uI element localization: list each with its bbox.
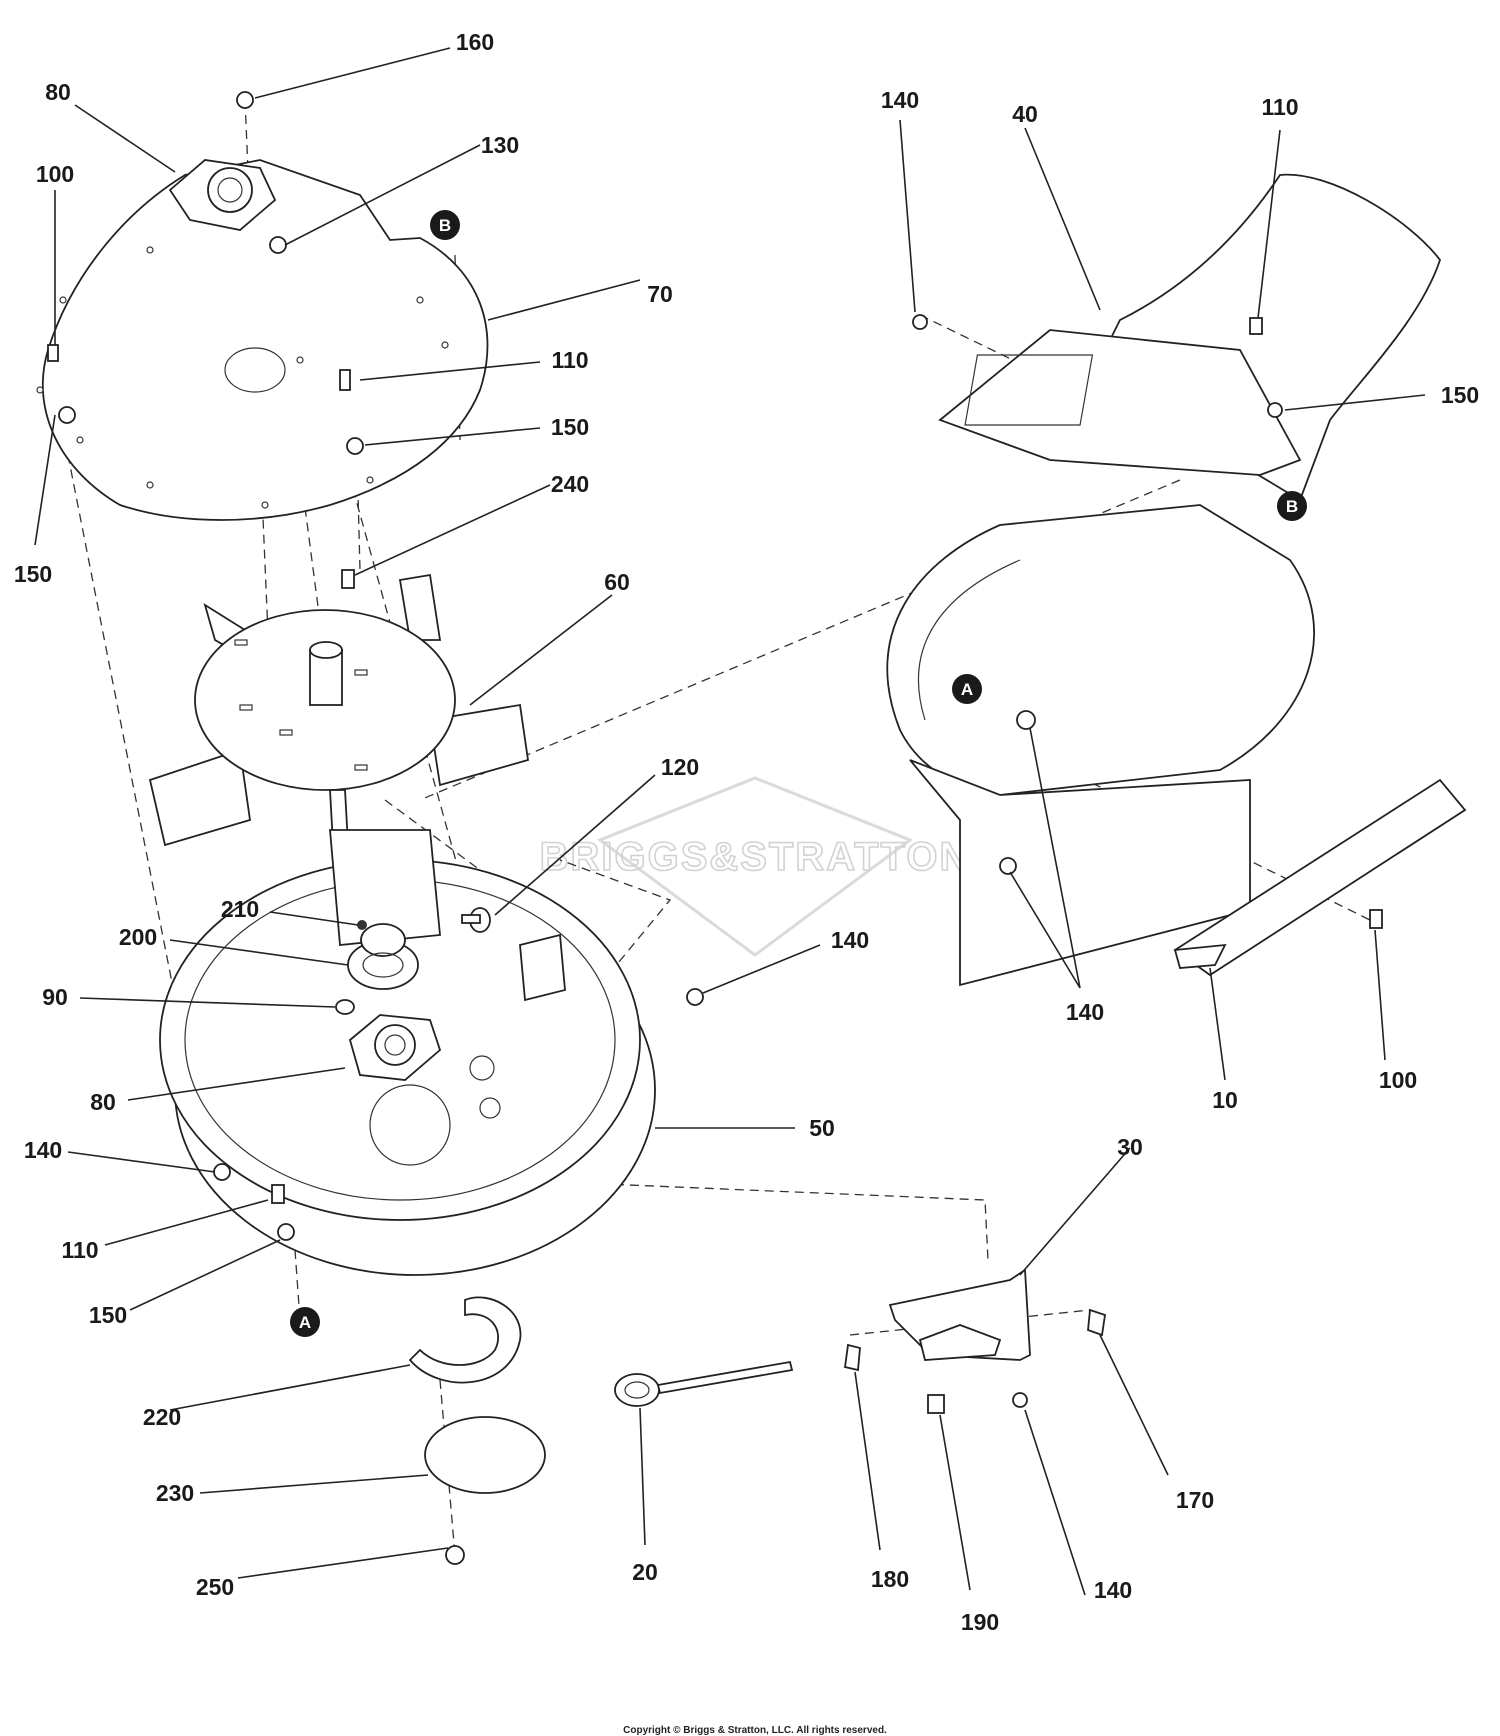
callout-90: 90: [42, 984, 68, 1010]
callout-40: 40: [1012, 101, 1038, 127]
callout-170: 170: [1176, 1487, 1214, 1513]
callout-100-right: 100: [1379, 1067, 1417, 1093]
callout-10: 10: [1212, 1087, 1238, 1113]
callout-70: 70: [647, 281, 673, 307]
callout-250: 250: [196, 1574, 234, 1600]
callout-labels: 160 80 130 100 70 110 150 150 240 60 120…: [14, 29, 1479, 1635]
callout-140-chute: 140: [1066, 999, 1104, 1025]
nut-140-center: [686, 988, 704, 1006]
watermark-text: BRIGGS&STRATTON: [540, 835, 971, 879]
callout-150-top: 150: [551, 414, 589, 440]
callout-140-left: 140: [24, 1137, 62, 1163]
callout-150-left: 150: [14, 561, 52, 587]
blade-10: [1173, 778, 1467, 977]
callout-80-top: 80: [45, 79, 71, 105]
callout-240: 240: [551, 471, 589, 497]
leader-lines: [34, 47, 1426, 1596]
callout-120: 120: [661, 754, 699, 780]
callout-140-top-right: 140: [881, 87, 919, 113]
svg-text:A: A: [961, 680, 973, 699]
bracket-30: [843, 1268, 1107, 1414]
callout-80-bottom: 80: [90, 1089, 116, 1115]
callout-100-left: 100: [36, 161, 74, 187]
svg-text:B: B: [1286, 497, 1298, 516]
svg-text:A: A: [299, 1313, 311, 1332]
marker-b-chute: B: [1277, 491, 1307, 521]
callout-140-center: 140: [831, 927, 869, 953]
callout-230: 230: [156, 1480, 194, 1506]
svg-text:B: B: [439, 216, 451, 235]
bracket-220: [408, 1296, 522, 1384]
eyebolt-20: [614, 1360, 794, 1407]
cover-plate-230: [424, 1416, 546, 1494]
callout-140-bracket: 140: [1094, 1577, 1132, 1603]
callout-150-right: 150: [1441, 382, 1479, 408]
callout-50: 50: [809, 1115, 835, 1141]
watermark: BRIGGS&STRATTON: [539, 776, 971, 957]
bearing-assembly-bottom: [335, 920, 442, 1081]
callout-220: 220: [143, 1404, 181, 1430]
marker-a-bottom: A: [290, 1307, 320, 1337]
top-plate-70: [36, 159, 489, 521]
bearing-flange-80-top: [168, 159, 277, 231]
callout-110-right: 110: [1261, 94, 1298, 120]
callout-190: 190: [961, 1609, 999, 1635]
callout-200: 200: [119, 924, 157, 950]
callout-210: 210: [221, 896, 259, 922]
marker-a-chute: A: [952, 674, 982, 704]
callout-110-bottom: 110: [61, 1237, 98, 1263]
copyright-text: Copyright © Briggs & Stratton, LLC. All …: [623, 1725, 887, 1736]
callout-130: 130: [481, 132, 519, 158]
callout-110-top: 110: [551, 347, 588, 373]
callout-180: 180: [871, 1566, 909, 1592]
callout-30: 30: [1117, 1134, 1143, 1160]
callout-20: 20: [632, 1559, 658, 1585]
callout-160: 160: [456, 29, 494, 55]
callout-150-bottom: 150: [89, 1302, 127, 1328]
callout-60: 60: [604, 569, 630, 595]
nut-250: [445, 1545, 465, 1565]
hardware-housing-left: [213, 1163, 295, 1241]
impeller-60: [148, 573, 530, 881]
hardware-top: [47, 91, 364, 589]
marker-b-top: B: [430, 210, 460, 240]
chute-deflector-40: [912, 173, 1442, 502]
bolt-120: [461, 907, 491, 933]
chute-base: [886, 504, 1315, 987]
